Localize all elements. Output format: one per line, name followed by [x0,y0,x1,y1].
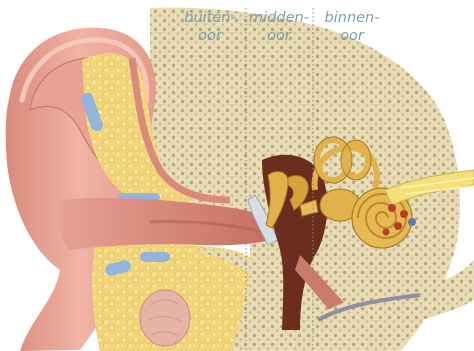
inner-ear-label-line1: binnen- [316,9,388,27]
inner-ear-label: binnen- oor [316,9,388,45]
inner-ear-label-line2: oor [316,27,388,45]
middle-ear-label-line2: oor [248,27,310,45]
middle-ear-label-line1: midden- [248,9,310,27]
cartilage-4 [140,252,170,262]
outer-ear-label-line1: buiten- [180,9,240,27]
outer-ear-label-line2: oor [180,27,240,45]
middle-ear-label: midden- oor [248,9,310,45]
outer-ear-label: buiten- oor [180,9,240,45]
gland [140,290,190,346]
